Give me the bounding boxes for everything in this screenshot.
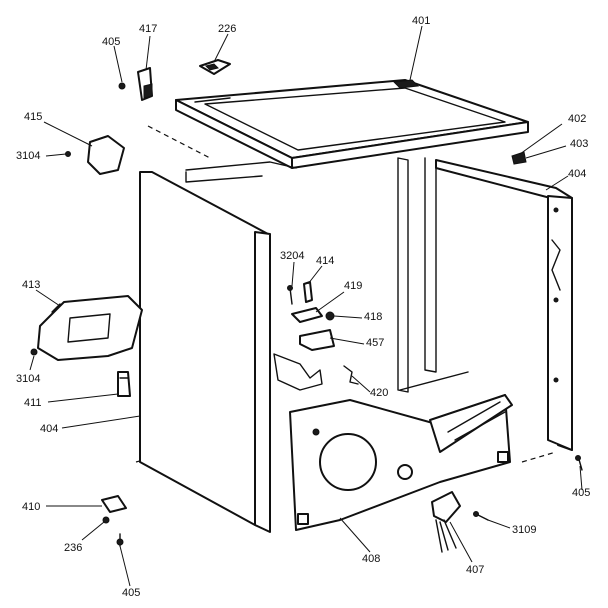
part-420: [343, 365, 359, 385]
callout-413: 413: [22, 279, 40, 291]
screw-3104: [30, 348, 38, 356]
callout-402: 402: [568, 113, 586, 125]
callout-labels: 417 405 226 401 415 3104 402 403 404 320…: [16, 15, 590, 599]
callout-410: 410: [22, 501, 40, 513]
callout-420: 420: [370, 387, 388, 399]
part-413: [37, 295, 143, 361]
part-417: [137, 67, 153, 101]
rear-frame: [397, 157, 469, 393]
callout-404: 404: [568, 168, 586, 180]
screw-3104: [65, 151, 71, 157]
callout-401: 401: [412, 15, 430, 27]
callout-3204: 3204: [280, 250, 304, 262]
screw-405: [116, 533, 124, 547]
callout-236: 236: [64, 542, 82, 554]
callout-405: 405: [122, 587, 140, 599]
part-236: [102, 516, 110, 524]
part-3204: [287, 285, 293, 305]
callout-418: 418: [364, 311, 382, 323]
leader-lines: [29, 25, 583, 587]
part-402: [511, 151, 527, 165]
panel-cutout: [273, 353, 323, 391]
callout-414: 414: [316, 255, 334, 267]
part-411: [117, 371, 131, 397]
part-226: [199, 59, 231, 75]
screw-3109: [473, 511, 489, 521]
callout-411: 411: [24, 397, 42, 409]
callout-3104: 3104: [16, 150, 40, 162]
screw-405: [575, 455, 583, 471]
part-410: [101, 495, 127, 513]
part-414: [303, 281, 313, 303]
callout-415: 415: [24, 111, 42, 123]
part-457: [299, 329, 335, 351]
part-419: [291, 307, 323, 323]
part-418: [325, 311, 335, 321]
alignment-line: [147, 125, 211, 159]
callout-417: 417: [139, 23, 157, 35]
callout-405: 405: [572, 487, 590, 499]
callout-3104: 3104: [16, 373, 40, 385]
base-front-panel: [289, 394, 513, 531]
callout-3109: 3109: [512, 524, 536, 536]
top-panel: [175, 79, 529, 169]
callout-408: 408: [362, 553, 380, 565]
callout-404: 404: [40, 423, 58, 435]
callout-407: 407: [466, 564, 484, 576]
left-side-panel: [139, 161, 297, 533]
right-side-panel: [435, 159, 573, 451]
callout-457: 457: [366, 337, 384, 349]
callout-403: 403: [570, 138, 588, 150]
callout-405: 405: [102, 36, 120, 48]
alignment-line: [521, 451, 557, 463]
callout-419: 419: [344, 280, 362, 292]
part-407: [431, 491, 461, 553]
part-415: [87, 135, 125, 175]
screw-405: [118, 82, 126, 90]
callout-226: 226: [218, 23, 236, 35]
